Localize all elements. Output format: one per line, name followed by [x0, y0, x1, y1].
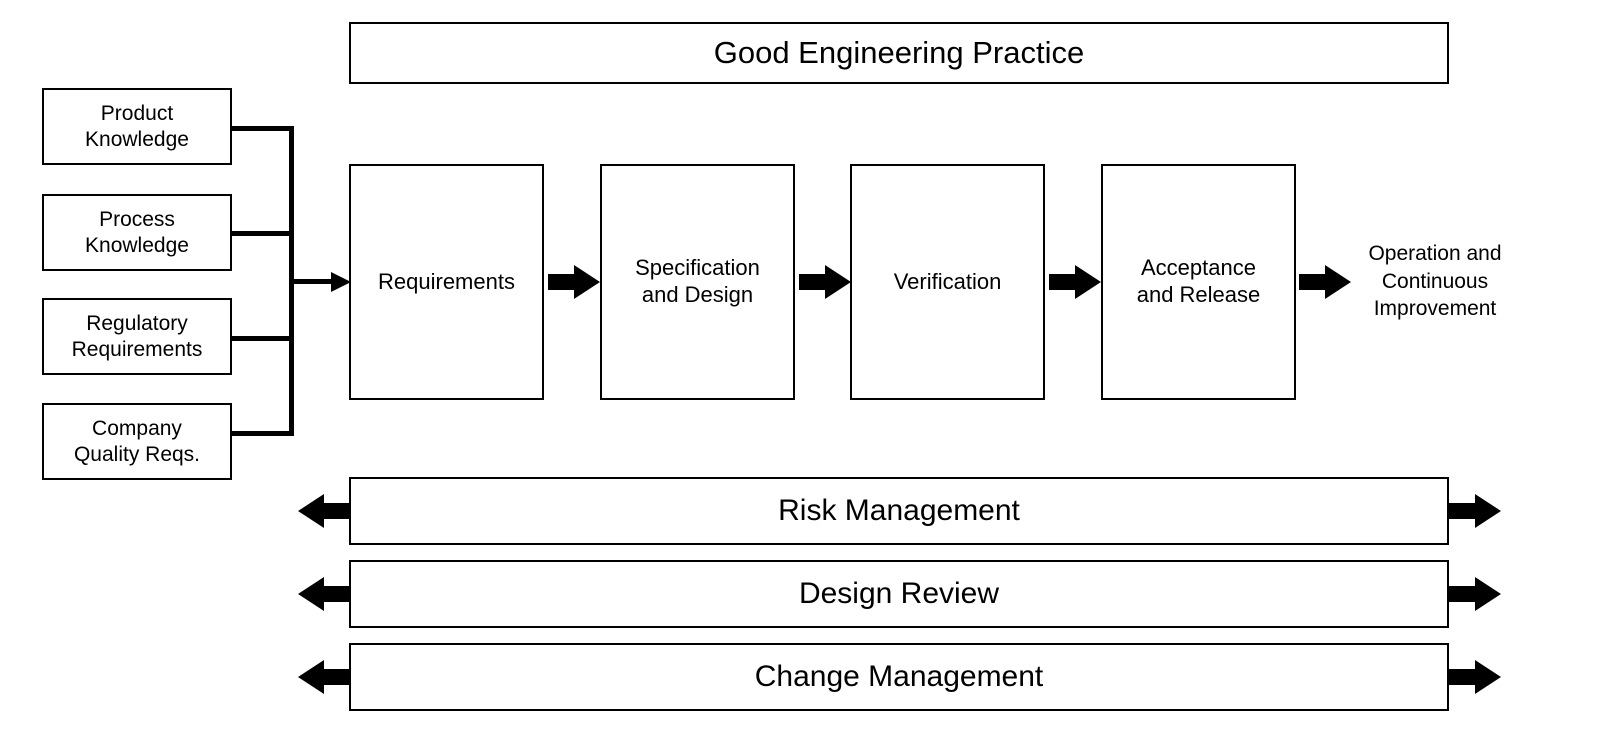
banner-good-engineering-practice: Good Engineering Practice	[349, 22, 1449, 84]
stage-box-verification: Verification	[850, 164, 1045, 400]
input-box-line2: Knowledge	[85, 127, 189, 151]
stage-box-label: Verification	[894, 269, 1002, 296]
banner-label: Good Engineering Practice	[713, 35, 1085, 71]
cross-bar-change-management: Change Management	[349, 643, 1449, 711]
stage-box-line2: and Design	[641, 282, 754, 307]
input-box-line2: Knowledge	[85, 233, 189, 257]
stage-box-label: Acceptance and Release	[1137, 255, 1261, 309]
input-box-regulatory-requirements: Regulatory Requirements	[42, 298, 232, 375]
cross-bar-label: Risk Management	[778, 493, 1020, 527]
outcome-line3: Improvement	[1373, 297, 1497, 321]
stage-box-line1: Acceptance	[1141, 255, 1256, 281]
stage-box-requirements: Requirements	[349, 164, 544, 400]
stage-box-line1: Requirements	[378, 268, 515, 294]
stage-box-acceptance-and-release: Acceptance and Release	[1101, 164, 1296, 400]
input-box-line2: Quality Reqs.	[73, 442, 201, 466]
connector-stub-process-knowledge	[232, 231, 294, 236]
arrow-right-risk-management	[1447, 494, 1501, 528]
stage-box-line1: Specification	[635, 255, 760, 281]
arrow-left-change-management	[298, 660, 352, 694]
arrow-left-design-review	[298, 577, 352, 611]
input-box-label: Company Quality Reqs.	[74, 416, 200, 467]
outcome-line1: Operation and	[1368, 241, 1502, 265]
arrow-specification-to-verification	[799, 265, 851, 299]
input-box-label: Product Knowledge	[85, 101, 189, 152]
outcome-label-operation-and-continuous-improvement: Operation and Continuous Improvement	[1340, 234, 1530, 329]
cross-bar-design-review: Design Review	[349, 560, 1449, 628]
outcome-line2: Continuous	[1381, 269, 1489, 293]
input-box-line1: Regulatory	[86, 311, 188, 335]
stage-box-line1: Verification	[893, 268, 1002, 294]
arrow-inputs-to-requirements	[289, 272, 351, 292]
cross-bar-risk-management: Risk Management	[349, 477, 1449, 545]
stage-box-specification-and-design: Specification and Design	[600, 164, 795, 400]
arrow-right-design-review	[1447, 577, 1501, 611]
arrow-acceptance-to-operation	[1299, 265, 1351, 299]
stage-box-label: Requirements	[378, 269, 515, 296]
arrow-right-change-management	[1447, 660, 1501, 694]
cross-bar-label: Change Management	[754, 659, 1044, 693]
input-box-company-quality-reqs: Company Quality Reqs.	[42, 403, 232, 480]
cross-bar-label: Design Review	[798, 576, 1000, 610]
input-box-line2: Requirements	[71, 337, 203, 361]
outcome-label-text: Operation and Continuous Improvement	[1368, 240, 1501, 323]
connector-stub-regulatory-requirements	[232, 336, 294, 341]
arrow-verification-to-acceptance	[1049, 265, 1101, 299]
input-box-line1: Product	[100, 101, 174, 125]
arrow-left-risk-management	[298, 494, 352, 528]
input-box-product-knowledge: Product Knowledge	[42, 88, 232, 165]
stage-box-label: Specification and Design	[635, 255, 760, 309]
input-box-process-knowledge: Process Knowledge	[42, 194, 232, 271]
input-box-label: Process Knowledge	[85, 207, 189, 258]
stage-box-line2: and Release	[1136, 282, 1261, 307]
connector-stub-company-quality-reqs	[232, 431, 294, 436]
input-box-label: Regulatory Requirements	[72, 311, 203, 362]
arrow-requirements-to-specification	[548, 265, 600, 299]
input-box-line1: Process	[99, 207, 175, 231]
input-box-line1: Company	[92, 416, 182, 440]
connector-stub-product-knowledge	[232, 126, 294, 131]
